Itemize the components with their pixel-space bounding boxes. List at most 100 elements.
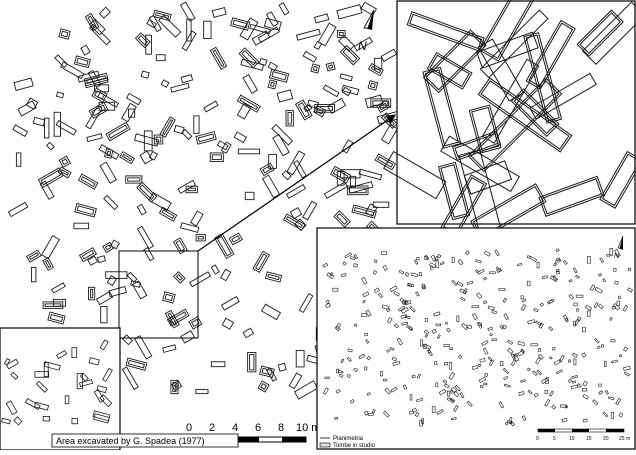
tomb-outline [285, 110, 294, 127]
tomb-outline [478, 376, 487, 383]
tomb-outline [548, 326, 554, 332]
tomb-outline [239, 97, 259, 111]
tomb-outline [324, 376, 330, 379]
tomb-outline [58, 28, 71, 40]
tomb-outline [167, 312, 178, 326]
tomb-outline [125, 175, 143, 184]
tomb-outline [17, 100, 37, 117]
tomb-outline [533, 392, 539, 398]
tomb-outline [361, 276, 368, 285]
tomb-outline [419, 420, 423, 427]
tomb-outline [261, 367, 273, 376]
tomb-outline [230, 17, 251, 31]
tomb-outline [293, 380, 319, 400]
tomb-outline [446, 327, 451, 333]
tomb-outline [623, 371, 631, 377]
tomb-outline [627, 287, 633, 293]
tomb-outline [10, 371, 19, 380]
tomb-outline [24, 397, 41, 411]
scale-tick-3: 6 [255, 422, 261, 434]
tomb-outline [197, 133, 215, 143]
north-label: N [358, 39, 367, 53]
tomb-outline [552, 347, 556, 351]
tomb-outline [228, 232, 243, 246]
tomb-outline [483, 382, 488, 386]
tomb-outline [596, 345, 601, 350]
tomb-outline [526, 255, 531, 259]
tomb-outline [353, 254, 358, 260]
tomb-outline [346, 356, 352, 363]
tomb-outline [84, 12, 100, 31]
tomb-outline [513, 90, 557, 135]
tomb-outline [488, 359, 495, 367]
tomb-outline [598, 390, 604, 395]
tomb-outline [50, 282, 66, 294]
tomb-outline [521, 298, 527, 303]
tomb-outline [347, 348, 353, 353]
tomb-outline [88, 101, 109, 119]
tomb-outline [404, 272, 410, 277]
tomb-outline [413, 259, 419, 265]
tomb-outline [251, 30, 271, 46]
tomb-outline [43, 362, 49, 378]
tomb-outline [216, 140, 229, 151]
tomb-outline [424, 334, 428, 338]
tomb-outline [80, 176, 96, 188]
tomb-outline [366, 392, 371, 397]
overview-scale-tick-5: 25 m [619, 436, 630, 442]
tomb-outline [610, 339, 616, 343]
tomb-outline [136, 203, 147, 216]
tomb-outline [295, 350, 305, 368]
tomb-outline [615, 397, 622, 406]
tomb-outline [423, 343, 432, 350]
tomb-outline [242, 74, 259, 94]
tomb-outline [568, 359, 571, 363]
tomb-outline [422, 285, 426, 290]
tomb-outline [554, 258, 562, 264]
tomb-outline [447, 390, 451, 397]
tomb-outline [555, 248, 560, 253]
tomb-outline [520, 295, 524, 300]
tomb-outline [127, 359, 145, 369]
tomb-outline [384, 387, 392, 395]
tomb-outline [456, 281, 464, 287]
tomb-outline [93, 389, 105, 403]
tomb-outline [582, 326, 586, 333]
tomb-outline [277, 362, 287, 372]
tomb-outline [197, 236, 204, 240]
north-arrow-icon: N [614, 235, 624, 260]
tomb-outline [618, 412, 624, 418]
tomb-outline [338, 34, 355, 52]
tomb-outline [424, 255, 428, 260]
tomb-outline [128, 108, 136, 118]
tomb-outline [341, 84, 360, 96]
tomb-outline [43, 361, 61, 371]
tomb-outline [323, 181, 348, 199]
tomb-outline [99, 394, 113, 408]
tomb-outline [267, 273, 280, 281]
tomb-outline [189, 271, 212, 288]
tomb-outline [286, 150, 306, 176]
tomb-outline [406, 11, 485, 52]
tomb-outline [423, 329, 430, 335]
tomb-outline [335, 322, 342, 330]
tomb-outline [406, 324, 413, 331]
tomb-outline [408, 410, 415, 415]
tomb-outline [195, 234, 206, 242]
tomb-outline [401, 300, 409, 305]
tomb-outline [108, 286, 127, 298]
tomb-outline [594, 337, 600, 344]
tomb-outline [155, 136, 162, 143]
tomb-outline [602, 278, 607, 283]
tomb-outline [549, 390, 555, 397]
tomb-outline [263, 17, 282, 31]
scale-tick-4: 8 [278, 422, 284, 434]
tomb-outline [5, 400, 18, 416]
tomb-outline [513, 353, 518, 358]
tomb-outline [433, 311, 441, 317]
tomb-outline [597, 303, 604, 310]
tomb-outline [55, 119, 77, 136]
tomb-outline [349, 187, 367, 194]
tomb-outline [498, 288, 506, 291]
selection-box [118, 250, 199, 339]
